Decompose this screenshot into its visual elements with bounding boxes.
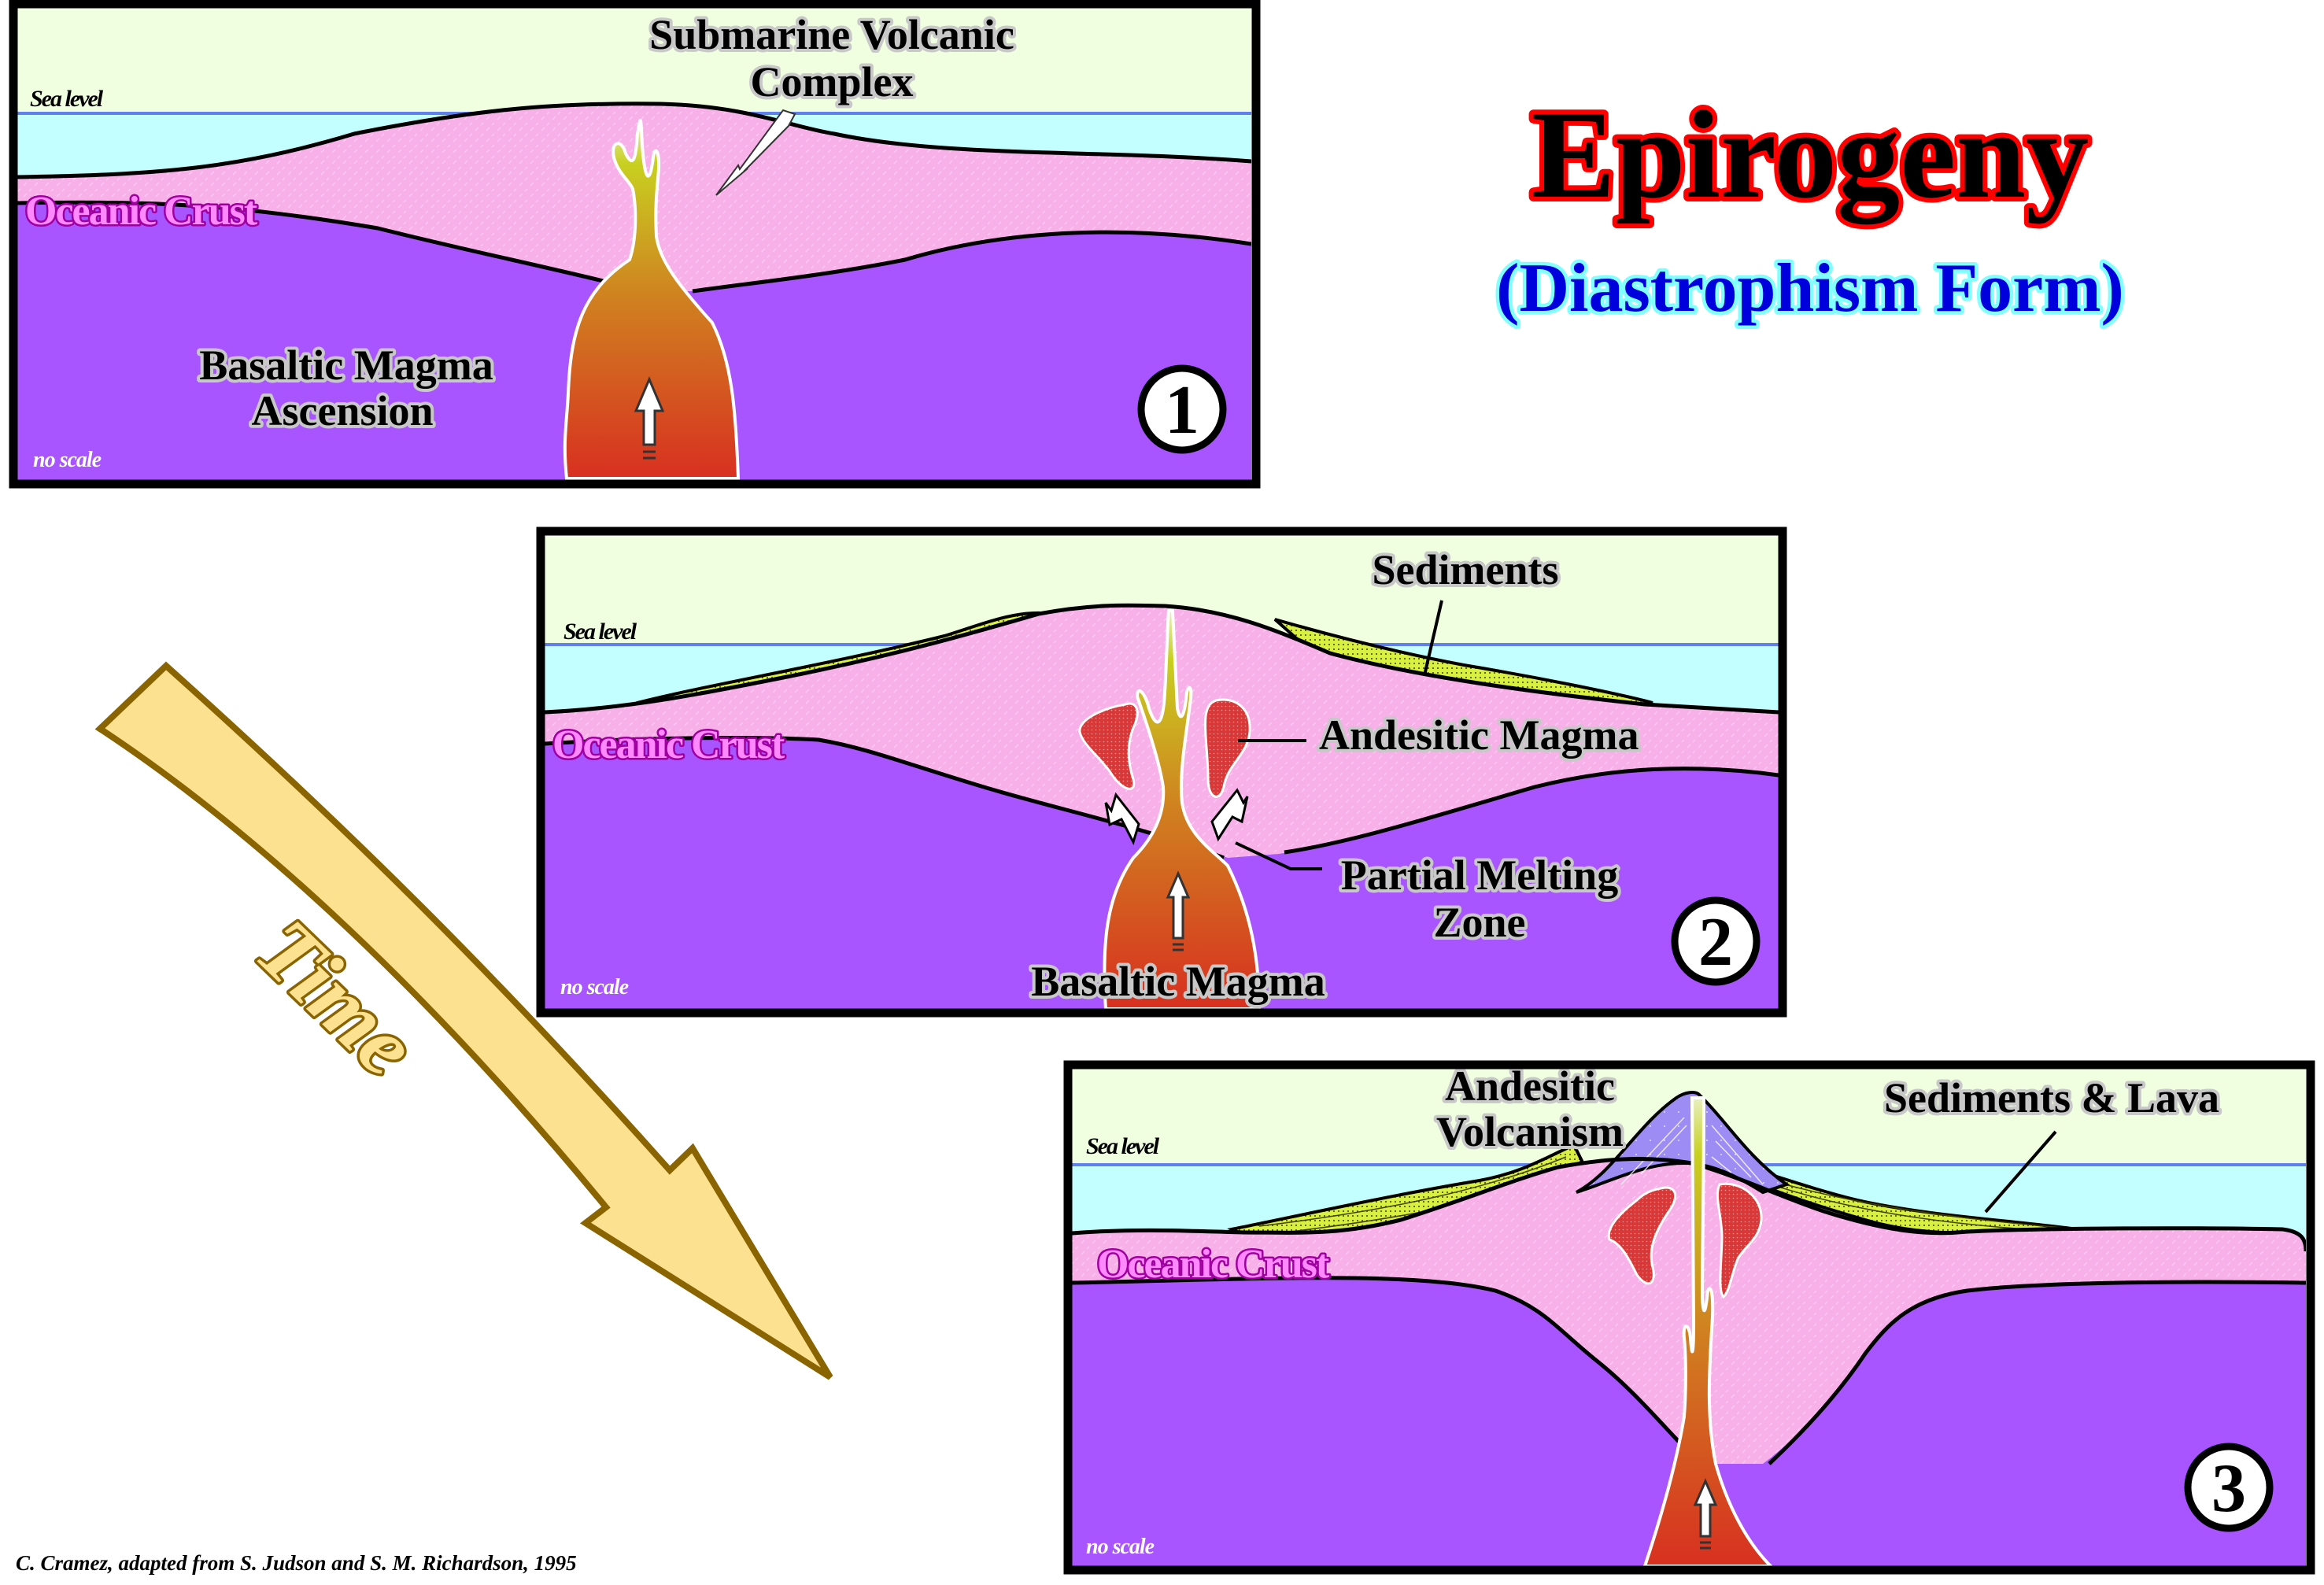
label-andesitic-volcanism-2: Volcanism — [1436, 1108, 1624, 1155]
basaltic-magma-body — [1103, 609, 1262, 1009]
crust-top-boundary — [545, 603, 1779, 715]
oceanic-crust-layer — [1072, 1158, 2306, 1464]
mantle-layer — [1072, 1277, 2306, 1566]
sea-level-label: Sea level — [563, 619, 637, 645]
magma-ascent-arrow-icon — [1166, 870, 1191, 940]
partial-melting-pointer — [1235, 841, 1322, 870]
volcanic-complex-pointer — [715, 109, 796, 196]
partial-melt-arrow-icon — [1104, 792, 1140, 845]
no-scale-note: no scale — [33, 448, 102, 472]
panel-number: 1 — [1165, 372, 1199, 449]
arrow-tail-marks — [1700, 1541, 1711, 1550]
label-partial-melting-2: Zone — [1433, 899, 1525, 946]
panel-2: Sediments Andesitic Magma Partial Meltin… — [536, 526, 1787, 1018]
panel-frame — [9, 0, 1261, 489]
panel-frame — [1063, 1060, 2315, 1575]
label-andesitic-magma: Andesitic Magma — [1319, 711, 1639, 759]
sea-level-label: Sea level — [1086, 1133, 1160, 1159]
crust-top-boundary — [17, 102, 1251, 179]
panel-1: Submarine Volcanic Complex Basaltic Magm… — [9, 0, 1261, 489]
sediments-pointer — [1423, 600, 1443, 676]
oceanic-crust-label: Oceanic Crust — [25, 189, 258, 234]
oceanic-crust-label: Oceanic Crust — [552, 722, 785, 767]
andesitic-magma-blob — [1607, 1186, 1677, 1285]
label-basaltic-magma-ascension-2: Ascension — [251, 387, 433, 434]
no-scale-note: no scale — [560, 975, 629, 999]
panel-frame — [536, 526, 1787, 1018]
label-submarine-volcanic-complex-2: Complex — [751, 58, 914, 105]
panel-number-badge: 2 — [1671, 896, 1761, 986]
diagram-title: Epirogeny — [1531, 84, 2089, 225]
panel-number: 3 — [2211, 1450, 2246, 1527]
oceanic-crust-label: Oceanic Crust — [1097, 1242, 1330, 1287]
crust-bottom-boundary — [17, 200, 1251, 294]
credit-line: C. Cramez, adapted from S. Judson and S.… — [16, 1551, 577, 1575]
partial-melt-arrow-icon — [1210, 788, 1249, 842]
no-scale-note: no scale — [1086, 1535, 1155, 1559]
label-submarine-volcanic-complex-1: Submarine Volcanic — [649, 11, 1014, 58]
crust-bottom-boundary — [1072, 1276, 2306, 1465]
basaltic-magma-body — [1642, 1096, 1773, 1566]
label-basaltic-magma-ascension-1: Basaltic Magma — [199, 342, 493, 389]
panel-number: 2 — [1698, 904, 1733, 981]
andesitic-volcano-cone — [1576, 1091, 1790, 1195]
magma-ascent-arrow-icon — [1693, 1478, 1718, 1538]
basaltic-magma-body — [563, 118, 741, 480]
label-sediments: Sediments — [1372, 546, 1558, 593]
panel-number-badge: 1 — [1137, 364, 1227, 454]
panel-3: Andesitic Volcanism Sediments & Lava Sea… — [1063, 1060, 2315, 1575]
sediments-lava-pointer — [1984, 1130, 2057, 1214]
diagram-subtitle: (Diastrophism Form) — [1496, 250, 2124, 327]
crust-bottom-boundary — [545, 736, 1779, 860]
label-sediments-lava: Sediments & Lava — [1884, 1074, 2219, 1121]
magma-ascent-arrow-icon — [634, 376, 665, 446]
andesitic-magma-blob — [1716, 1182, 1763, 1299]
time-arrow-icon — [94, 661, 833, 1380]
panel-number-badge: 3 — [2184, 1443, 2274, 1532]
andesitic-magma-blob — [1204, 698, 1251, 798]
sea-level-label: Sea level — [30, 86, 104, 112]
arrow-tail-marks — [1173, 943, 1184, 951]
label-andesitic-volcanism-1: Andesitic — [1445, 1062, 1615, 1110]
label-basaltic-magma: Basaltic Magma — [1031, 958, 1325, 1005]
andesitic-magma-blob — [1078, 702, 1139, 790]
arrow-tail-marks — [643, 450, 656, 460]
label-partial-melting-1: Partial Melting — [1341, 852, 1618, 899]
cone-strata-lines — [1620, 1117, 1764, 1185]
